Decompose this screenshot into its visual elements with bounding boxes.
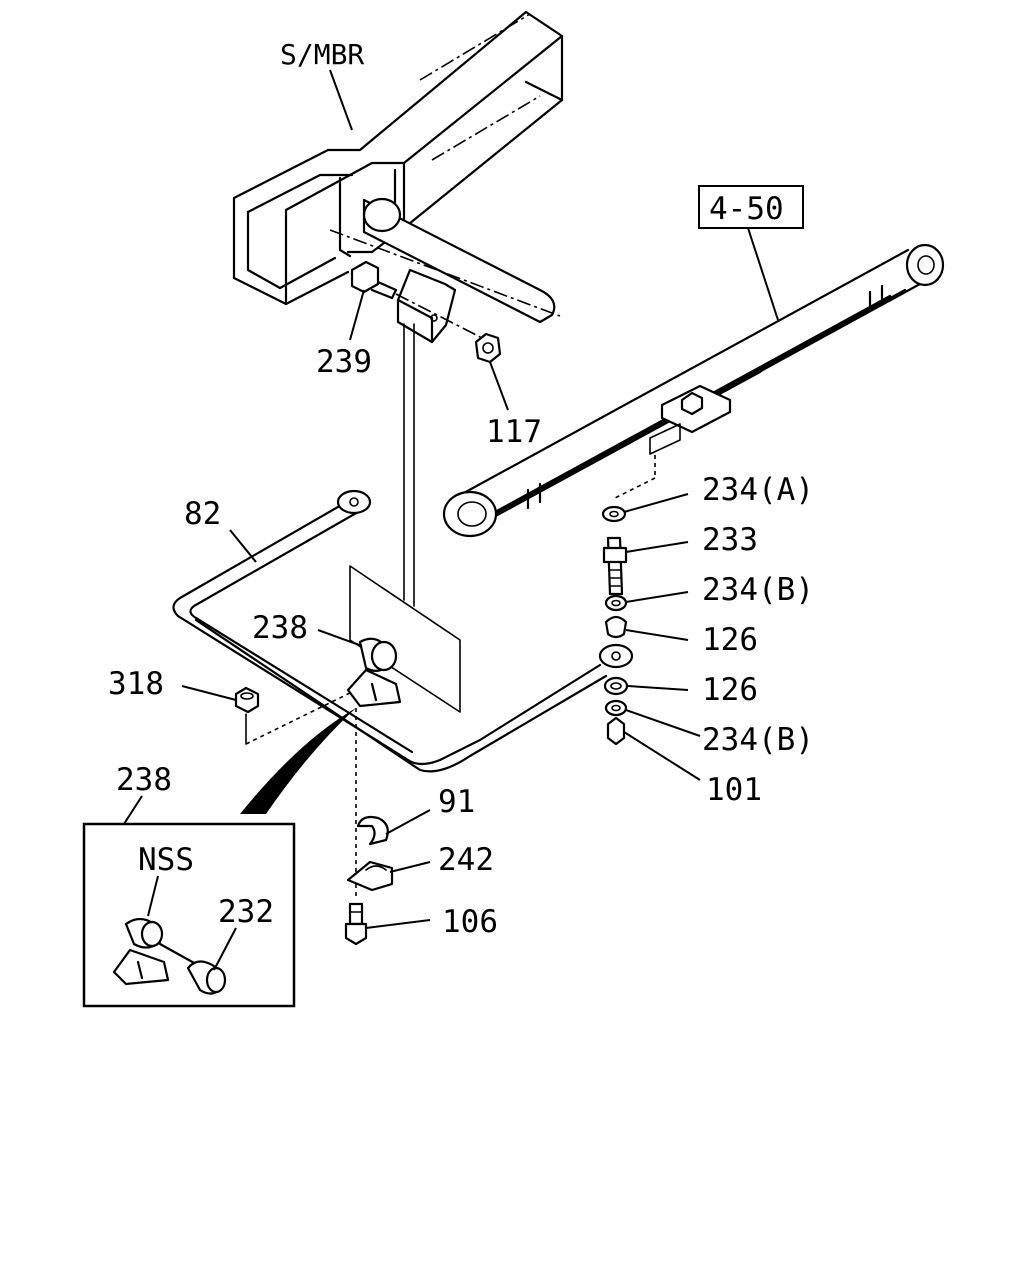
nut-101: [606, 716, 626, 746]
bushing-bracket-238: [346, 637, 402, 708]
label-126-upper: 126: [702, 622, 758, 658]
label-91: 91: [438, 784, 475, 820]
clamp-91: [356, 815, 389, 846]
label-ref-4-50: 4-50: [709, 191, 784, 227]
label-242: 242: [438, 842, 494, 878]
nut-318: [234, 686, 260, 714]
link-bolt-233: [602, 536, 628, 596]
bracket-242: [346, 860, 394, 892]
label-117: 117: [486, 414, 542, 450]
label-238-main: 238: [252, 610, 308, 646]
frame-side-member: [232, 10, 564, 306]
label-232: 232: [218, 894, 274, 930]
bolt-239: [350, 260, 398, 300]
label-318: 318: [108, 666, 164, 702]
inset-bushing-bracket: [112, 917, 198, 986]
leaf-spring: [442, 243, 945, 538]
label-234a: 234(A): [702, 472, 814, 508]
reference-box: [698, 185, 804, 229]
stabilizer-bar: [172, 489, 634, 773]
label-82: 82: [184, 496, 221, 532]
cross-member-tube: [329, 197, 561, 324]
bolt-106: [344, 902, 368, 946]
label-106: 106: [442, 904, 498, 940]
label-101: 101: [706, 772, 762, 808]
label-126-lower: 126: [702, 672, 758, 708]
label-238-inset: 238: [116, 762, 172, 798]
label-233: 233: [702, 522, 758, 558]
washer-234b-upper: [604, 594, 628, 612]
leader-lines: [123, 69, 779, 971]
nut-117: [474, 332, 502, 364]
label-nss: NSS: [138, 842, 194, 878]
label-smbr: S/MBR: [280, 38, 364, 71]
inset-bushing-232: [186, 960, 227, 995]
callout-arrow: [240, 708, 356, 814]
washer-234b-lower: [604, 699, 628, 717]
label-239: 239: [316, 344, 372, 380]
label-234b-upper: 234(B): [702, 572, 814, 608]
frame-plate-hidden: [349, 323, 461, 713]
stabilizer-bracket: [396, 268, 457, 344]
washer-234a: [601, 505, 627, 523]
bushing-126-lower: [603, 676, 629, 696]
label-234b-lower: 234(B): [702, 722, 814, 758]
inset-box: [82, 822, 296, 1008]
part-labels: S/MBR 4-50 239 117 82 238 318 234(A) 233…: [108, 38, 814, 940]
bushing-126-upper: [604, 615, 628, 639]
